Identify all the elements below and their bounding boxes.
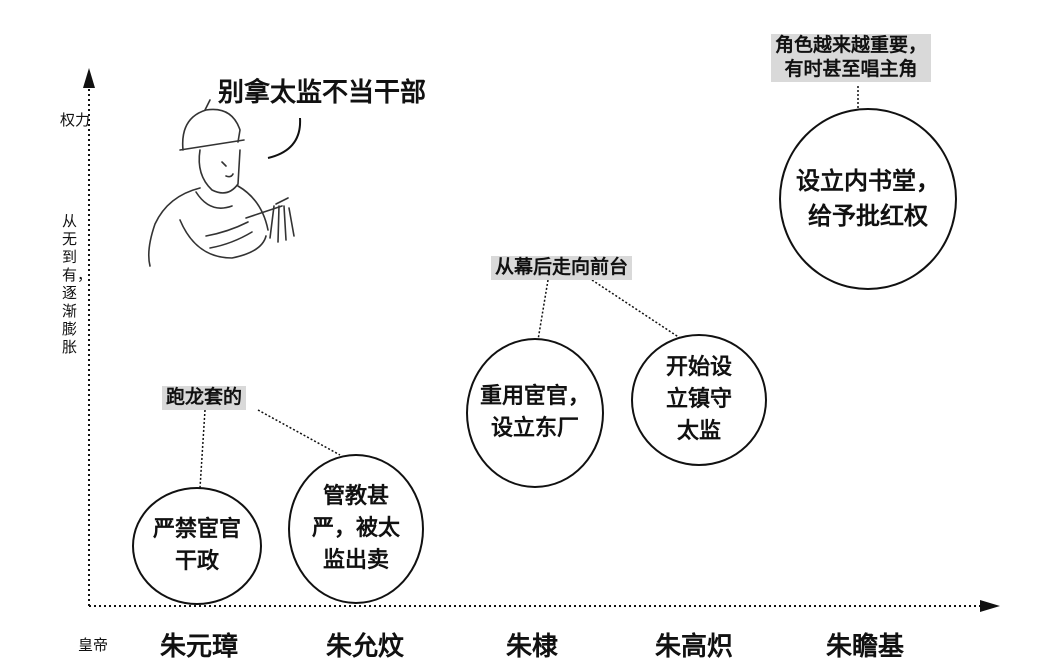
event-circle-2: 管教甚 严，被太 监出卖 xyxy=(288,454,424,604)
event-circle-5: 设立内书堂， 给予批红权 xyxy=(779,108,957,290)
emperor-label-3: 朱棣 xyxy=(506,632,559,662)
y-axis-description: 从无到有，逐渐膨胀 xyxy=(62,212,93,356)
emperor-label-4: 朱高炽 xyxy=(655,632,734,662)
tag-backstage-to-front: 从幕后走向前台 xyxy=(491,256,633,280)
y-axis-label: 权力 xyxy=(60,111,91,129)
connector-tag1-circle2 xyxy=(257,409,341,456)
connector-tag2-circle4 xyxy=(591,279,681,339)
speech-tail xyxy=(267,117,302,159)
event-text-2: 管教甚 严，被太 监出卖 xyxy=(311,483,400,573)
event-circle-3: 重用宦官， 设立东厂 xyxy=(466,338,604,488)
eunuch-portrait-icon xyxy=(148,99,295,267)
event-text-1: 严禁宦官 干政 xyxy=(152,516,241,574)
emperor-label-5: 朱瞻基 xyxy=(826,632,905,662)
y-axis-arrow xyxy=(83,68,95,88)
tag-increasing-importance: 角色越来越重要， 有时甚至唱主角 xyxy=(771,34,932,82)
event-circle-1: 严禁宦官 干政 xyxy=(132,487,262,605)
x-axis-arrow xyxy=(980,600,1000,612)
speech-text: 别拿太监不当干部 xyxy=(218,78,427,108)
connector-tag2-circle3 xyxy=(537,279,549,341)
event-text-3: 重用宦官， 设立东厂 xyxy=(479,383,590,441)
connector-tag1-circle1 xyxy=(199,409,206,489)
event-text-4: 开始设 立镇守 太监 xyxy=(665,354,732,444)
event-circle-4: 开始设 立镇守 太监 xyxy=(631,334,767,466)
emperor-label-2: 朱允炆 xyxy=(326,632,405,662)
event-text-5: 设立内书堂， 给予批红权 xyxy=(796,166,940,230)
x-axis-label: 皇帝 xyxy=(78,636,109,654)
emperor-label-1: 朱元璋 xyxy=(160,632,239,662)
tag-supporting-role: 跑龙套的 xyxy=(162,386,247,410)
